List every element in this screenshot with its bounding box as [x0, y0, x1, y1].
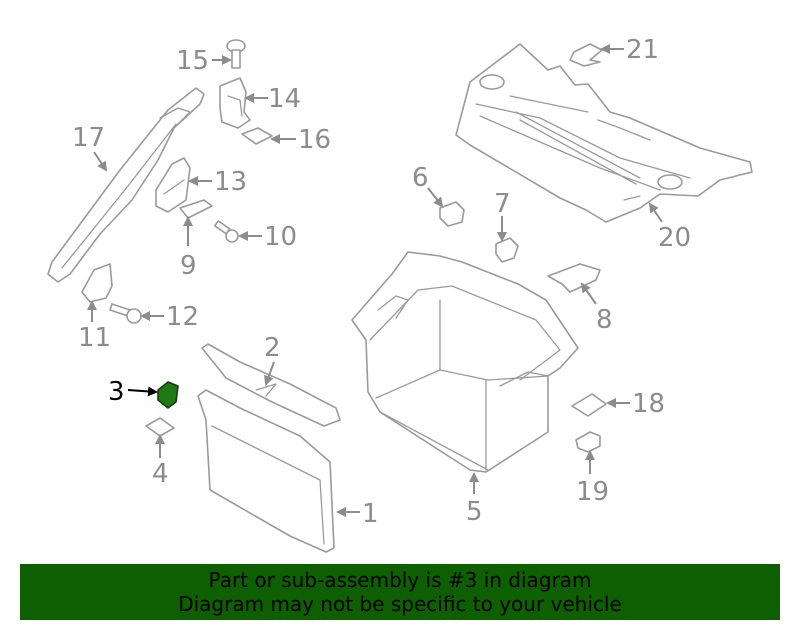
callout-label-4: 4: [152, 459, 169, 489]
callout-6: 6: [412, 163, 444, 208]
callout-label-17: 17: [72, 123, 105, 153]
callout-16: 16: [270, 125, 331, 155]
part-3-clip: [157, 381, 179, 409]
callout-label-16: 16: [298, 125, 331, 155]
callout-label-8: 8: [596, 305, 613, 335]
callout-2: 2: [264, 333, 281, 386]
callout-11: 11: [78, 300, 111, 353]
callout-label-13: 13: [214, 167, 247, 197]
callout-8: 8: [580, 282, 613, 335]
part-20-panel: [455, 43, 753, 223]
part-13-vent: [155, 157, 191, 213]
footer-line-1: Part or sub-assembly is #3 in diagram: [208, 568, 592, 592]
callout-9: 9: [180, 216, 197, 281]
part-1-panel: [197, 389, 335, 553]
callout-3: 3: [108, 377, 158, 407]
part-5-tub: [351, 251, 579, 473]
part-8-bracket: [547, 263, 601, 293]
callout-label-9: 9: [180, 251, 197, 281]
callout-label-18: 18: [632, 389, 665, 419]
callout-21: 21: [600, 35, 659, 65]
callout-label-19: 19: [576, 477, 609, 507]
callout-label-21: 21: [626, 35, 659, 65]
callout-17: 17: [72, 123, 108, 172]
part-11-bracket: [81, 263, 113, 303]
callout-label-6: 6: [412, 163, 429, 193]
part-14-bracket: [219, 77, 251, 129]
part-16-nut: [241, 127, 273, 145]
callout-7: 7: [494, 189, 511, 242]
callout-label-10: 10: [264, 222, 297, 252]
callout-label-15: 15: [176, 46, 209, 76]
callout-5: 5: [466, 472, 483, 527]
callout-label-20: 20: [658, 223, 691, 253]
callout-4: 4: [152, 434, 169, 489]
part-9-clip: [179, 199, 213, 219]
part-12-bolt: [109, 303, 142, 324]
callout-label-3: 3: [108, 377, 125, 407]
part-19-clip: [575, 431, 601, 453]
part-4-plate: [145, 417, 175, 437]
callout-12: 12: [140, 302, 199, 332]
callout-label-1: 1: [362, 499, 379, 529]
callout-label-2: 2: [264, 333, 281, 363]
part-10-screw: [213, 220, 239, 243]
callout-label-12: 12: [166, 302, 199, 332]
callout-label-11: 11: [78, 323, 111, 353]
parts-diagram: 1 2 3 4 5 6 7 8 9 10 11 12: [47, 35, 753, 553]
part-17-trim: [47, 87, 205, 283]
part-15-screw: [226, 39, 246, 69]
callout-label-5: 5: [466, 497, 483, 527]
part-6-clip: [439, 201, 465, 227]
callout-label-7: 7: [494, 189, 511, 219]
callout-18: 18: [606, 389, 665, 419]
footer-banner: Part or sub-assembly is #3 in diagram Di…: [20, 564, 780, 620]
callout-13: 13: [188, 167, 247, 197]
callout-19: 19: [576, 450, 609, 507]
callout-10: 10: [238, 222, 297, 252]
part-18-pad: [571, 393, 607, 417]
callout-15: 15: [176, 46, 232, 76]
callout-1: 1: [336, 499, 379, 529]
footer-line-2: Diagram may not be specific to your vehi…: [178, 592, 622, 616]
callout-label-14: 14: [268, 84, 301, 114]
callout-20: 20: [648, 202, 691, 253]
part-21-clip: [569, 43, 603, 67]
part-7-clip: [495, 237, 519, 263]
callout-14: 14: [244, 84, 301, 114]
